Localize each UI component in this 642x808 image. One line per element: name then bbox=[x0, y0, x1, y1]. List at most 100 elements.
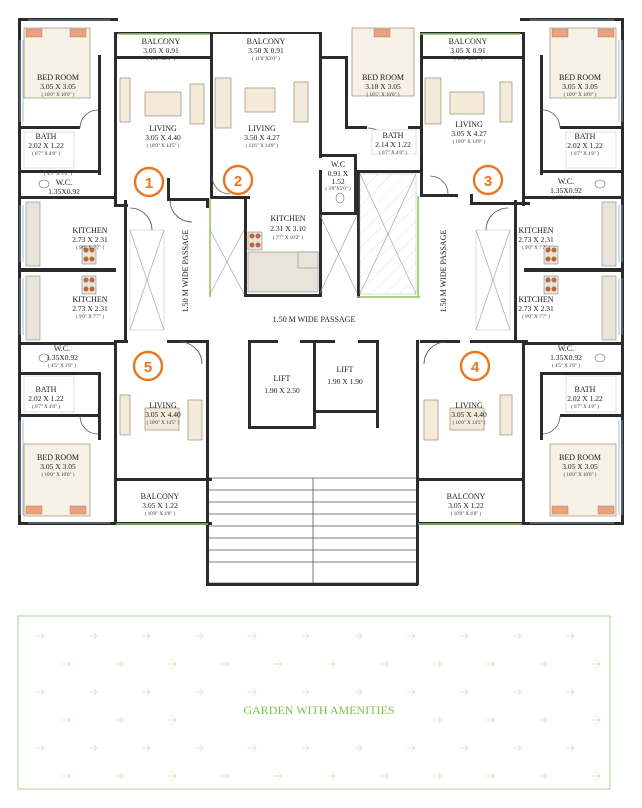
balcony-tr-label: BALCONY bbox=[449, 37, 488, 46]
lift-2-label: LIFT bbox=[337, 365, 354, 374]
bottom-balcony-labels: BALCONY 3.05 X 1.22 ( 10'0" X 4'0" ) BAL… bbox=[141, 492, 486, 517]
unit-2-number: 2 bbox=[234, 173, 242, 190]
furniture bbox=[23, 27, 617, 517]
living-5-dim: 3.05 X 4.40 bbox=[145, 410, 181, 419]
balcony-tr-ft: ( 10'0"X3'0" ) bbox=[454, 57, 482, 62]
unit-4-marker bbox=[459, 350, 491, 382]
windows bbox=[19, 19, 623, 524]
wc-br-dim: 1.35X0.92 bbox=[550, 353, 582, 362]
walls bbox=[18, 18, 624, 586]
bedroom-tr-ft: ( 10'0" X 10'0" ) bbox=[564, 93, 597, 98]
kitchen-5-label: KITCHEN bbox=[72, 295, 107, 304]
kitchen-3-dim: 2.73 X 2.31 bbox=[518, 235, 554, 244]
bath-br-ft: ( 6'7" X 4'0" ) bbox=[571, 405, 599, 410]
bedroom-tm-label: BED ROOM bbox=[362, 73, 404, 82]
balcony-br-dim: 3.05 X 1.22 bbox=[448, 501, 484, 510]
bath-tm-dim: 2.14 X 1.22 bbox=[375, 140, 411, 149]
kitchen-2-label: KITCHEN bbox=[270, 214, 305, 223]
unit-1-number: 1 bbox=[145, 175, 153, 192]
living-4-ft: ( 10'0" X 14'5" ) bbox=[453, 421, 486, 426]
unit-4-number: 4 bbox=[471, 359, 480, 376]
bath-br-label: BATH bbox=[575, 385, 596, 394]
staircase bbox=[207, 477, 419, 584]
passage-horizontal-label: 1.50 M WIDE PASSAGE bbox=[273, 315, 356, 324]
wc-tr-label: W.C. bbox=[558, 177, 574, 186]
balcony-tl-dim: 3.05 X 0.91 bbox=[143, 46, 179, 55]
living-3-ft: ( 10'0" X 14'0" ) bbox=[453, 140, 486, 145]
bedroom-tl-label: BED ROOM bbox=[37, 73, 79, 82]
wc-tr-ft: ( 4'5" X 3'0" ) bbox=[552, 196, 580, 201]
living-4-dim: 3.05 X 4.40 bbox=[451, 410, 487, 419]
wc-bl-dim: 1.35X0.92 bbox=[46, 353, 78, 362]
bath-bl-dim: 2.02 X 1.22 bbox=[28, 394, 64, 403]
bedroom-br-dim: 3.05 X 3.05 bbox=[562, 462, 598, 471]
garden-label: GARDEN WITH AMENITIES bbox=[243, 703, 394, 717]
living-4-label: LIVING bbox=[455, 401, 483, 410]
bath-tl-label: BATH bbox=[36, 132, 57, 141]
kitchen-1-dim: 2.73 X 2.31 bbox=[72, 235, 108, 244]
living-5-label: LIVING bbox=[149, 401, 177, 410]
kitchen-1-ft: ( 9'0" X 7'7" ) bbox=[76, 246, 104, 251]
balcony-tr-dim: 3.05 X 0.91 bbox=[450, 46, 486, 55]
living-2-dim: 3.50 X 4.27 bbox=[244, 133, 280, 142]
wc-tl-dim: 1.35X0.92 bbox=[48, 187, 80, 196]
living-3-dim: 3.05 X 4.27 bbox=[451, 129, 487, 138]
kitchen-3-label: KITCHEN bbox=[518, 226, 553, 235]
balcony-br-label: BALCONY bbox=[447, 492, 486, 501]
bedroom-br-label: BED ROOM bbox=[559, 453, 601, 462]
bath-tm-label: BATH bbox=[383, 131, 404, 140]
shafts bbox=[129, 173, 511, 331]
lift-1-label: LIFT bbox=[274, 374, 291, 383]
unit-3-marker bbox=[472, 164, 504, 196]
kitchen-5-dim: 2.73 X 2.31 bbox=[72, 304, 108, 313]
bedroom-bl-dim: 3.05 X 3.05 bbox=[40, 462, 76, 471]
bath-tr-dim: 2.02 X 1.22 bbox=[567, 141, 603, 150]
wc-tr-dim: 1.35X0.92 bbox=[550, 186, 582, 195]
balcony-tm-dim: 3.50 X 0.91 bbox=[248, 46, 284, 55]
wc-2-dim1: 0.91 X bbox=[328, 169, 349, 178]
bedroom-tm-ft: ( 10'5" X 10'0" ) bbox=[367, 93, 400, 98]
kitchen-2-ft: ( 7'7" X 10'2" ) bbox=[273, 236, 304, 241]
facade-lines bbox=[116, 33, 522, 525]
kitchen-4-dim: 2.73 X 2.31 bbox=[518, 304, 554, 313]
wc-2-ft: ( 3'0"X5'0" ) bbox=[325, 187, 351, 192]
bedroom-tr-label: BED ROOM bbox=[559, 73, 601, 82]
bedroom-tl-ft: ( 10'0" X 10'0" ) bbox=[42, 93, 75, 98]
balcony-bl-dim: 3.05 X 1.22 bbox=[142, 501, 178, 510]
bath-tr-ft: ( 6'7" X 4'0" ) bbox=[571, 152, 599, 157]
bath-bl-ft: ( 6'7" X 4'0" ) bbox=[32, 405, 60, 410]
kitchen-3-ft: ( 9'0" X 7'7" ) bbox=[522, 246, 550, 251]
kitchen-4-label: KITCHEN bbox=[518, 295, 553, 304]
lift-1-dim: 1.90 X 2.50 bbox=[264, 386, 300, 395]
living-1-ft: ( 10'0" X 14'5" ) bbox=[147, 144, 180, 149]
unit-2-marker bbox=[222, 164, 254, 196]
living-1-label: LIVING bbox=[149, 124, 177, 133]
bedroom-tl-dim: 3.05 X 3.05 bbox=[40, 82, 76, 91]
passage-left-label: 1.50 M WIDE PASSAGE bbox=[181, 230, 190, 313]
bedroom-br-ft: ( 10'0" X 10'0" ) bbox=[564, 473, 597, 478]
balcony-tl-ft: ( 10'0"X3'0" ) bbox=[147, 57, 175, 62]
kitchen-1-label: KITCHEN bbox=[72, 226, 107, 235]
unit-1-marker bbox=[133, 166, 165, 198]
balcony-tm-ft: ( 11'6"X3'0" ) bbox=[252, 57, 280, 62]
bedroom-bl-ft: ( 10'0" X 10'0" ) bbox=[42, 473, 75, 478]
wc-bl-ft: ( 4'5" X 3'0" ) bbox=[48, 364, 76, 369]
passage-right-label: 1.50 M WIDE PASSAGE bbox=[439, 230, 448, 313]
kitchen-2-dim: 2.31 X 3.10 bbox=[270, 224, 306, 233]
wc-br-label: W.C. bbox=[558, 344, 574, 353]
lift-2-dim: 1.90 X 1.90 bbox=[327, 377, 363, 386]
bath-bl-label: BATH bbox=[36, 385, 57, 394]
living-2-ft: ( 11'6" X 14'0" ) bbox=[246, 144, 279, 149]
bath-tr-label: BATH bbox=[575, 132, 596, 141]
unit-5-number: 5 bbox=[144, 359, 152, 376]
bath-tl-ft: ( 6'7" X 4'0" ) bbox=[32, 152, 60, 157]
wc-tl-ft: ( 4'5" X 3'0" ) bbox=[44, 172, 72, 177]
unit-3-number: 3 bbox=[484, 173, 492, 190]
garden: GARDEN WITH AMENITIES bbox=[17, 615, 611, 790]
wc-2-dim2: 1.52 bbox=[331, 177, 344, 186]
kitchen-4-ft: ( 9'0" X 7'7" ) bbox=[522, 315, 550, 320]
living-5-ft: ( 10'0" X 14'5" ) bbox=[147, 421, 180, 426]
living-1-dim: 3.05 X 4.40 bbox=[145, 133, 181, 142]
bedroom-tr-dim: 3.05 X 3.05 bbox=[562, 82, 598, 91]
living-2-label: LIVING bbox=[248, 124, 276, 133]
